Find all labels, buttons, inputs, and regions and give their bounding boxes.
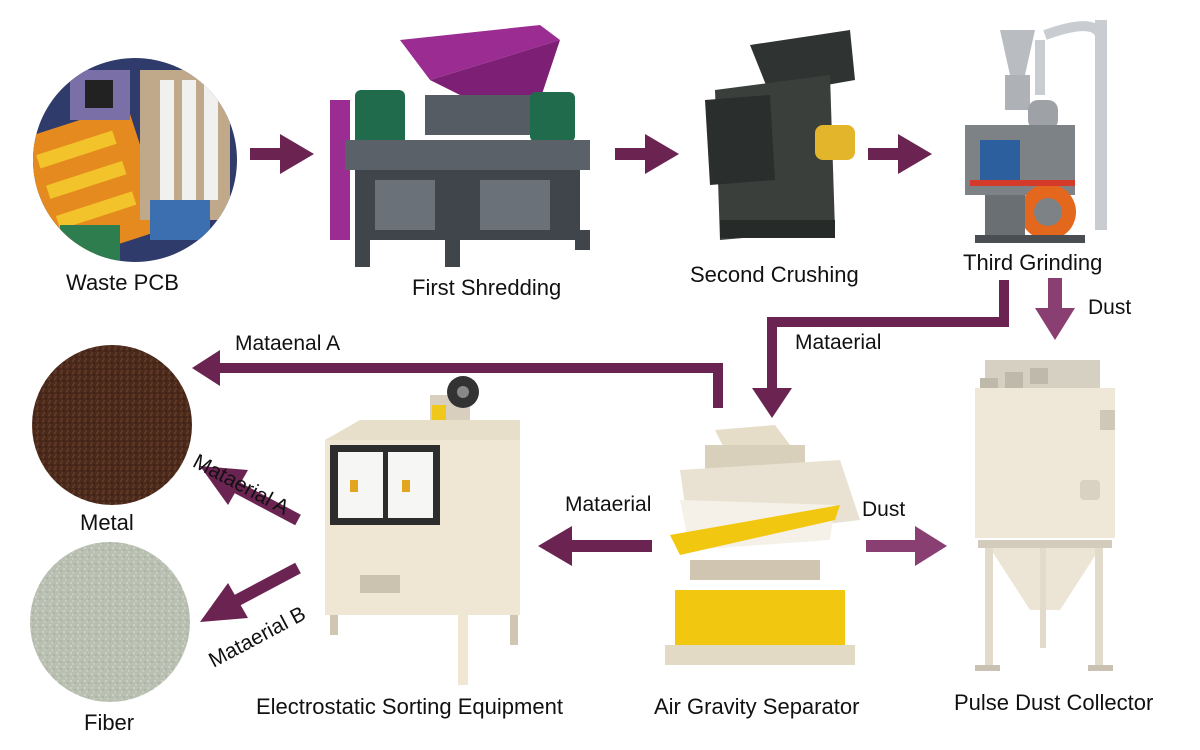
arrow-crusher-to-grinder [868,134,932,174]
electrostatic-sorting-label: Electrostatic Sorting Equipment [256,694,563,719]
arrow-grinder-to-separator [752,280,1009,418]
third-grinder-machine [965,20,1107,243]
metal-label: Metal [80,510,134,535]
first-shredder-machine [330,25,590,267]
arrow-separator-to-electrostatic [538,526,652,566]
first-shredding-label: First Shredding [412,275,562,300]
pulse-dust-collector-label: Pulse Dust Collector [954,690,1154,715]
metal-powder-image [32,345,192,505]
electrostatic-sorting-machine [325,376,520,685]
arrow-grinder-dust-down [1035,278,1075,340]
arrow-shredder-to-crusher [615,134,679,174]
arrow-electrostatic-to-fiber [200,562,301,622]
arrow-separator-to-dust-collector [866,526,947,566]
material-left-label: Mataerial [565,493,652,516]
arrow-separator-to-metal [192,350,723,408]
fiber-powder-image [30,542,190,702]
air-gravity-separator-machine [665,425,860,665]
second-crusher-machine [705,30,855,240]
dust-top-label: Dust [1088,296,1132,319]
fiber-label: Fiber [84,710,135,735]
dust-right-label: Dust [862,498,906,521]
material-a-top-label: Mataenal A [235,332,341,355]
material-down-label: Mataerial [795,331,882,354]
waste-pcb-image [33,58,237,262]
pulse-dust-collector-machine [975,360,1115,671]
arrow-electrostatic-to-metal [200,466,301,526]
arrow-pcb-to-shredder [250,134,314,174]
air-gravity-separator-label: Air Gravity Separator [654,694,860,719]
waste-pcb-label: Waste PCB [66,270,179,295]
second-crushing-label: Second Crushing [690,262,859,287]
third-grinding-label: Third Grinding [963,250,1103,275]
